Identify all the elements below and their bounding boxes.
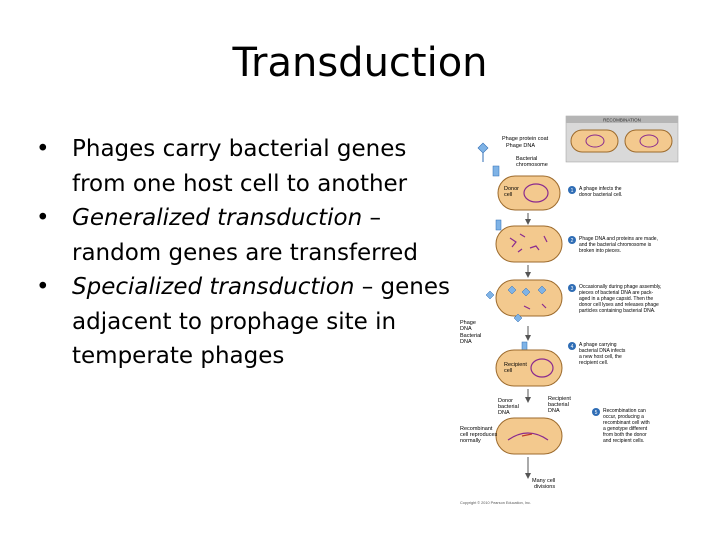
step-text: A phage infects the — [579, 186, 622, 192]
label-side-phage: Phage — [460, 320, 476, 326]
step-text: Phage DNA and proteins are made, — [579, 236, 658, 242]
step-text: Occasionally during phage assembly, — [579, 284, 661, 290]
bullet-term: Generalized transduction — [72, 205, 363, 231]
bullet-text: – genes adjacent to prophage site in tem… — [72, 274, 450, 369]
svg-text:chromosome: chromosome — [516, 162, 548, 168]
label-side-bacterial-dna: Bacterial — [460, 333, 481, 339]
svg-text:and recipient cells.: and recipient cells. — [603, 438, 644, 444]
recombination-header: RECOMBINATION — [603, 118, 641, 123]
svg-text:bacterial: bacterial — [498, 404, 519, 410]
bullet-dot: • — [36, 136, 50, 162]
step-4: 4 A phage carrying bacterial DNA infects… — [568, 342, 626, 366]
bullet-item: • Phages carry bacterial genes from one … — [36, 132, 456, 201]
transduction-figure: RECOMBINATION Phage protein coat Phage D… — [460, 115, 679, 505]
svg-text:normally: normally — [460, 438, 481, 444]
svg-text:cell: cell — [504, 368, 512, 374]
svg-text:donor cell lyses and releases: donor cell lyses and releases phage — [579, 302, 659, 308]
bullet-list: • Phages carry bacterial genes from one … — [36, 132, 456, 374]
svg-text:from both the donor: from both the donor — [603, 432, 647, 438]
svg-text:cell: cell — [504, 192, 512, 198]
svg-text:a new host cell, the: a new host cell, the — [579, 354, 622, 360]
cell-shape — [624, 129, 673, 153]
svg-text:occur, producing a: occur, producing a — [603, 414, 644, 420]
recombinant-cell-step5: Recombinant cell reproduces normally — [460, 417, 563, 455]
slide-title: Transduction — [232, 40, 488, 86]
step-3: 3 Occasionally during phage assembly, pi… — [568, 284, 661, 314]
bullet-dot: • — [36, 205, 50, 231]
label-recipient-cell: Recipient — [504, 362, 527, 368]
label-donor-bacterial-dna: Donor — [498, 398, 513, 404]
step-number: 1 — [571, 188, 574, 194]
cell-shape — [570, 129, 619, 153]
svg-text:DNA: DNA — [498, 410, 510, 416]
donor-cell-step1: Phage protein coat Phage DNA Bacterial c… — [477, 136, 561, 211]
step-1: 1 A phage infects the donor bacterial ce… — [568, 186, 622, 198]
label-protein-coat: Phage protein coat — [502, 136, 549, 142]
step-text: Recombination can — [603, 408, 646, 414]
svg-text:and the bacterial chromosome i: and the bacterial chromosome is — [579, 242, 652, 248]
svg-text:bacterial DNA infects: bacterial DNA infects — [579, 348, 626, 354]
svg-text:particles containing bacterial: particles containing bacterial DNA. — [579, 308, 655, 314]
step-2: 2 Phage DNA and proteins are made, and t… — [568, 236, 658, 254]
label-many-cell-divisions: Many cell — [532, 478, 555, 484]
svg-text:a genotype different: a genotype different — [603, 426, 648, 432]
step-number: 3 — [571, 286, 574, 292]
svg-text:recipient cell.: recipient cell. — [579, 360, 608, 366]
cell-step3: Phage DNA Bacterial DNA — [460, 279, 563, 345]
svg-text:bacterial: bacterial — [548, 402, 569, 408]
bullet-text: Phages carry bacterial genes from one ho… — [72, 136, 408, 197]
step-number: 2 — [571, 238, 574, 244]
svg-text:donor bacterial cell.: donor bacterial cell. — [579, 192, 622, 198]
svg-text:aged in a phage capsid. Then t: aged in a phage capsid. Then the — [579, 296, 653, 302]
svg-text:recombinant cell with: recombinant cell with — [603, 420, 650, 426]
step-text: A phage carrying — [579, 342, 617, 348]
bullet-item: • Specialized transduction – genes adjac… — [36, 270, 456, 374]
copyright-text: Copyright © 2010 Pearson Education, Inc. — [460, 501, 531, 505]
label-phage-dna: Phage DNA — [506, 143, 535, 149]
svg-text:divisions: divisions — [534, 484, 555, 490]
step-number: 5 — [595, 410, 598, 416]
svg-text:DNA: DNA — [460, 339, 472, 345]
svg-text:pieces of bacterial DNA are pa: pieces of bacterial DNA are pack- — [579, 290, 654, 296]
label-recombinant-cell: Recombinant — [460, 426, 493, 432]
step-5: 5 Recombination can occur, producing a r… — [592, 408, 650, 444]
svg-text:broken into pieces.: broken into pieces. — [579, 248, 621, 254]
label-donor-cell: Donor — [504, 186, 519, 192]
svg-text:cell reproduces: cell reproduces — [460, 432, 498, 438]
bullet-item: • Generalized transduction – random gene… — [36, 201, 456, 270]
bullet-text: – random genes are transferred — [72, 205, 418, 266]
svg-text:DNA: DNA — [548, 408, 560, 414]
label-recipient-bacterial-dna: Recipient — [548, 396, 571, 402]
recombination-box: RECOMBINATION — [565, 115, 679, 163]
svg-text:DNA: DNA — [460, 326, 472, 332]
label-bacterial-chromosome: Bacterial — [516, 156, 537, 162]
cell-step2 — [495, 219, 563, 263]
bullet-dot: • — [36, 274, 50, 300]
step-number: 4 — [571, 344, 574, 350]
bullet-term: Specialized transduction — [72, 274, 355, 300]
recipient-cell-step4: Recipient cell — [495, 341, 563, 387]
